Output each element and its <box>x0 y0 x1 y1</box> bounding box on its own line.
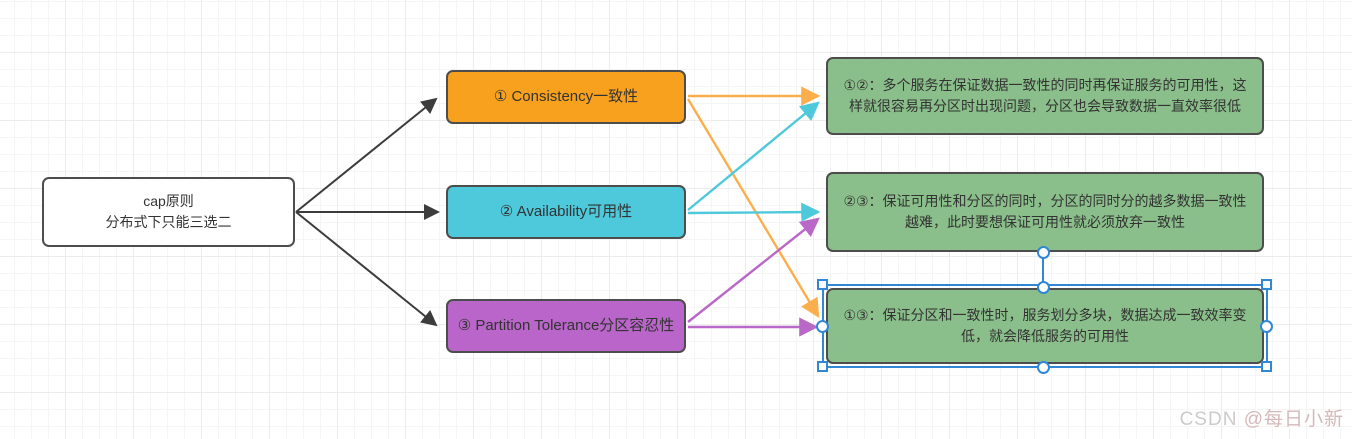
cap-subtitle: 分布式下只能三选二 <box>105 214 232 230</box>
resize-handle-se[interactable] <box>1261 361 1272 372</box>
resize-handle-s[interactable] <box>1037 361 1050 374</box>
consistency-label: ① Consistency一致性 <box>493 87 639 105</box>
edge-cap-to-consistency[interactable] <box>295 97 438 213</box>
edge-consistency-to-combo13[interactable] <box>686 98 820 319</box>
node-availability[interactable]: ② Availability可用性 <box>446 185 686 239</box>
combo13-text: ①③：保证分区和一致性时，服务划分多块，数据达成一致效率变低，就会降低服务的可用… <box>843 307 1247 344</box>
edge-endpoint-target-handle[interactable] <box>1037 281 1050 294</box>
watermark-user: @每日小新 <box>1243 409 1344 430</box>
node-cap-principle[interactable]: cap原则 分布式下只能三选二 <box>42 177 295 247</box>
resize-handle-e[interactable] <box>1260 320 1273 333</box>
edge-endpoint-source-handle[interactable] <box>1037 246 1050 259</box>
edge-cap-to-partition[interactable] <box>295 211 438 327</box>
node-combo-1-3[interactable]: ①③：保证分区和一致性时，服务划分多块，数据达成一致效率变低，就会降低服务的可用… <box>826 288 1264 364</box>
watermark-brand: CSDN <box>1179 409 1238 430</box>
node-combo-1-2[interactable]: ①②：多个服务在保证数据一致性的同时再保证服务的可用性，这样就很容易再分区时出现… <box>826 57 1264 135</box>
resize-handle-sw[interactable] <box>817 361 828 372</box>
selected-edge-combo23-to-combo13[interactable] <box>1042 252 1044 287</box>
resize-handle-nw[interactable] <box>817 279 828 290</box>
watermark: CSDN @每日小新 <box>1180 404 1344 431</box>
availability-label: ② Availability可用性 <box>499 202 633 220</box>
node-consistency[interactable]: ① Consistency一致性 <box>446 70 686 124</box>
edge-availability-to-combo12[interactable] <box>687 101 820 211</box>
partition-label: ③ Partition Tolerance分区容忍性 <box>457 316 675 334</box>
node-partition-tolerance[interactable]: ③ Partition Tolerance分区容忍性 <box>446 299 686 353</box>
combo12-text: ①②：多个服务在保证数据一致性的同时再保证服务的可用性，这样就很容易再分区时出现… <box>843 77 1247 114</box>
resize-handle-w[interactable] <box>816 320 829 333</box>
combo23-text: ②③：保证可用性和分区的同时，分区的同时分的越多数据一致性越难，此时要想保证可用… <box>843 193 1247 230</box>
node-combo-2-3[interactable]: ②③：保证可用性和分区的同时，分区的同时分的越多数据一致性越难，此时要想保证可用… <box>826 172 1264 252</box>
edge-availability-to-combo23[interactable] <box>687 202 821 222</box>
resize-handle-ne[interactable] <box>1261 279 1272 290</box>
cap-title: cap原则 <box>143 193 194 209</box>
edge-partition-to-combo23[interactable] <box>687 217 820 323</box>
